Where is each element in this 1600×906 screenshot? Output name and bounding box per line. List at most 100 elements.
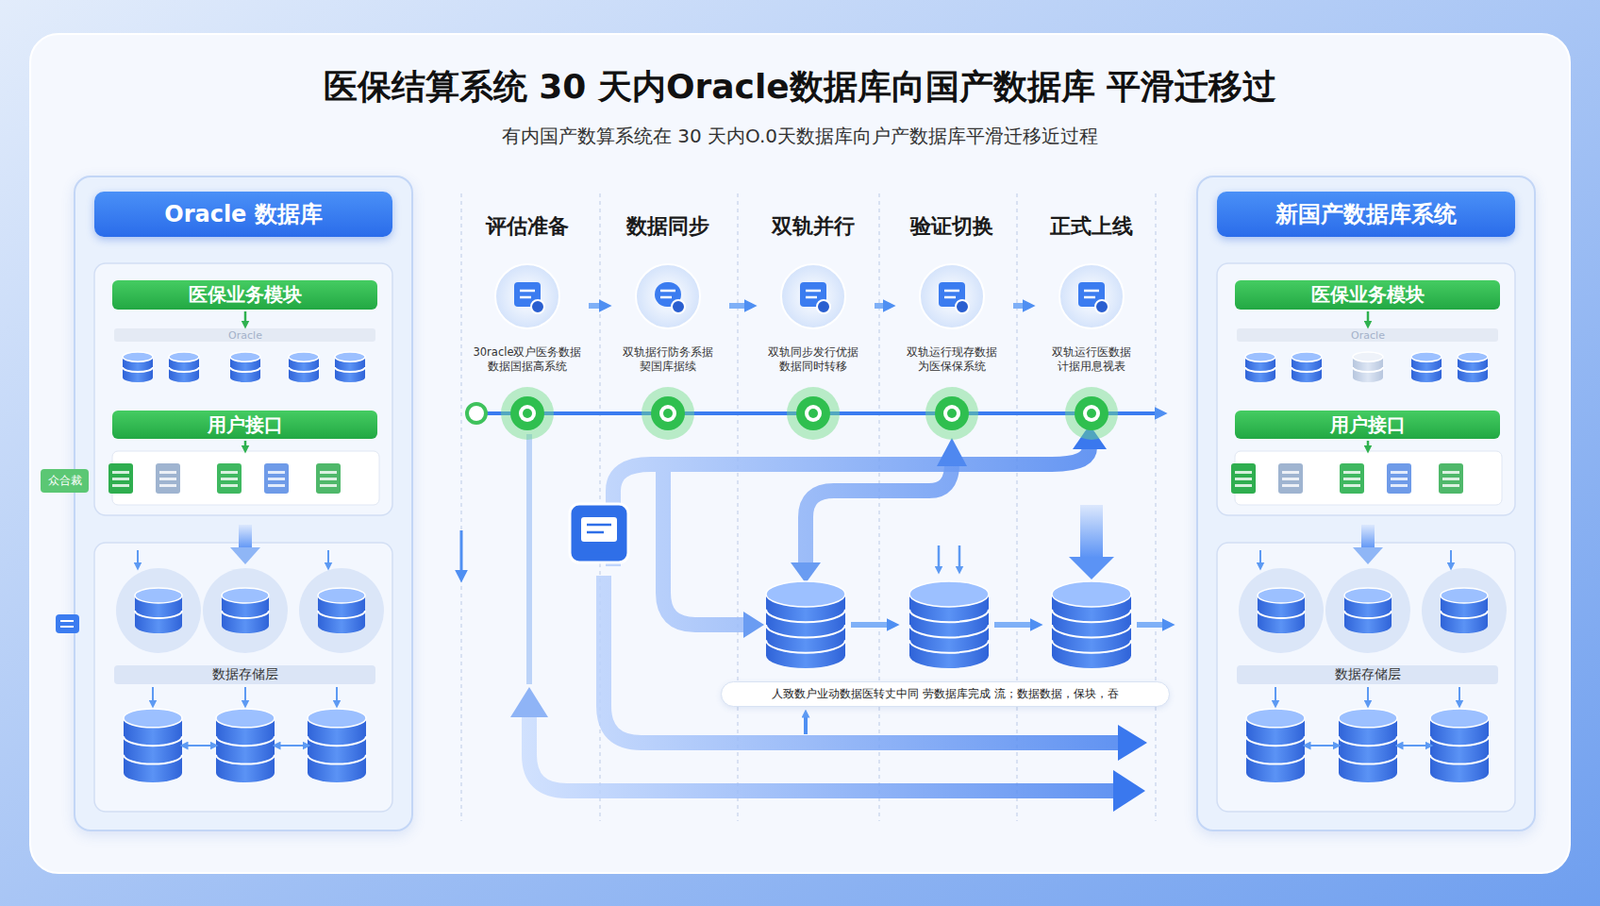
flow-arrows <box>510 424 1148 812</box>
monitor-lines <box>586 524 612 551</box>
app-icon-line <box>220 477 238 481</box>
app-icon-line <box>267 470 285 474</box>
flow-head <box>510 686 549 717</box>
app-icon <box>216 463 242 494</box>
monitor-icon <box>569 503 629 563</box>
panel-decoration <box>108 311 367 783</box>
arrow-line <box>136 550 139 567</box>
up-arrow <box>803 713 808 734</box>
stage-icon-badge <box>955 300 969 314</box>
app-icon-line <box>1390 483 1408 487</box>
db-body <box>1457 356 1488 383</box>
db-top <box>134 587 183 603</box>
db-ring <box>909 639 989 652</box>
arrow-line <box>244 311 248 325</box>
db-top <box>909 581 989 607</box>
db-ring <box>168 366 200 372</box>
db-ring <box>1430 754 1489 765</box>
app-icon <box>108 463 134 494</box>
side-tag: 众合裁 <box>40 468 89 493</box>
layer-label: 数据存储层 <box>212 666 279 684</box>
db-ring <box>216 754 275 765</box>
db-body <box>216 717 275 783</box>
card <box>30 33 1570 873</box>
db-ring <box>1246 735 1305 746</box>
column-divider <box>736 193 738 821</box>
app-icon-line <box>319 477 337 481</box>
inner-box <box>1216 542 1516 812</box>
db-ring <box>766 624 846 637</box>
timeline-dot-core <box>522 408 533 418</box>
stage-heading: 数据同步 <box>609 209 727 244</box>
column-divider <box>599 193 600 821</box>
panel-backdrop <box>1196 175 1536 832</box>
column-divider <box>1154 193 1156 821</box>
db-body <box>134 595 183 634</box>
timeline-glow <box>641 386 695 440</box>
inner-box <box>94 542 393 812</box>
system-panel: Oracle 数据库医保业务模块用户接口数据存储层 <box>73 175 414 832</box>
db-body <box>1344 595 1392 634</box>
db-ring <box>909 609 989 622</box>
db-ring <box>1051 609 1132 622</box>
db-top <box>1457 351 1488 362</box>
stage-icon-badge <box>1095 300 1109 314</box>
db-top <box>307 708 367 728</box>
timeline-dot <box>510 396 545 431</box>
panel-backdrop <box>73 175 414 832</box>
db-ring <box>909 624 989 637</box>
stage-icon-lines <box>660 290 676 298</box>
arrow-line <box>1450 550 1452 567</box>
flow-head <box>936 437 967 467</box>
db-ring <box>123 735 183 746</box>
timeline-glow <box>925 386 979 440</box>
db-body <box>1338 717 1398 783</box>
stage-icon <box>1059 264 1124 329</box>
db-arrow <box>994 621 1038 628</box>
module-label: 用户接口 <box>1330 412 1406 438</box>
db-top <box>334 351 366 362</box>
stage-icon-lines <box>519 290 535 298</box>
stage-arrow <box>729 302 752 309</box>
db-body <box>1440 595 1488 634</box>
app-icon-line <box>159 477 177 481</box>
flow-band <box>529 712 1114 791</box>
stage-description: 双轨运行现存数据 为医保保系统 <box>893 345 1011 374</box>
db-ring <box>134 610 183 618</box>
db-arrow <box>850 621 895 628</box>
gray-row <box>1236 328 1499 342</box>
module-bar: 用户接口 <box>1234 410 1500 439</box>
stage-icon-bg <box>781 264 846 329</box>
icon-halo <box>1421 567 1507 653</box>
tag-label: 众合裁 <box>48 472 83 489</box>
icon-row-box <box>1234 450 1502 505</box>
app-icon <box>316 463 341 494</box>
app-icon-line <box>112 470 130 474</box>
flow-head <box>1072 424 1107 450</box>
db-body <box>766 593 846 668</box>
faint-label: Oracle <box>228 329 263 342</box>
timeline-dot-core <box>808 408 818 418</box>
connectors <box>588 305 1031 307</box>
db-top <box>766 581 846 607</box>
app-icon <box>155 463 181 494</box>
icon-halo <box>202 567 288 653</box>
db-body <box>1051 593 1132 668</box>
db-top <box>1440 587 1488 603</box>
db-ring <box>288 366 319 372</box>
flow-band <box>663 471 746 625</box>
stage-heading: 双轨并行 <box>754 209 872 244</box>
db-ring <box>221 610 269 618</box>
stage-column: 双轨并行双轨同步发行优据 数据同时转移 <box>754 209 872 378</box>
big-down-arrow <box>1068 556 1115 580</box>
caption: 有内国产数算系统在 30 天内O.0天数据库向户产数据库平滑迁移近过程 <box>0 123 1600 150</box>
db-top <box>230 351 261 362</box>
inner-box <box>1216 263 1516 516</box>
db-ring <box>307 735 367 746</box>
db-ring <box>766 639 846 652</box>
db-ring <box>122 366 153 372</box>
db-ring <box>123 754 183 765</box>
app-icon-line <box>1343 483 1361 487</box>
column-divider <box>878 193 880 821</box>
